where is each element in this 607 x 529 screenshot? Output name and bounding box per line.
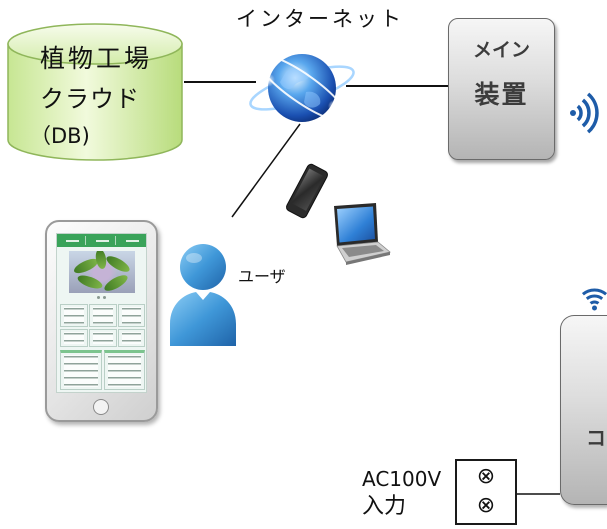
- wifi-arc: [582, 288, 607, 296]
- app-tab: [89, 236, 116, 245]
- app-tab-label-placeholder: [66, 240, 79, 242]
- user-head: [180, 244, 226, 290]
- smartphone-app-screen: [45, 220, 158, 422]
- power-input-label-line2: 入力: [362, 494, 407, 519]
- wifi-arc: [576, 104, 583, 122]
- smartphone-screen: [291, 168, 325, 211]
- main-device-label-line2: 装置: [474, 80, 529, 109]
- wifi-signal-icon: [570, 92, 599, 134]
- cloud-label-line1: 植物工場: [40, 44, 153, 73]
- terminal-block: ⊗ ⊗: [455, 459, 517, 525]
- sensor-card: [89, 329, 117, 347]
- sensor-card: [60, 329, 88, 347]
- home-button: [93, 399, 109, 415]
- app-tab-label-placeholder: [126, 240, 139, 242]
- sensor-card: [118, 329, 145, 347]
- user-label: ユーザ: [238, 267, 286, 286]
- globe-continent: [304, 91, 321, 108]
- wifi-arc: [585, 294, 604, 301]
- sensor-card: [60, 304, 88, 327]
- pager-dot: [97, 296, 100, 299]
- globe-sphere: [268, 54, 336, 122]
- user-silhouette-icon: [170, 244, 236, 346]
- wifi-signal-icon: [582, 288, 607, 311]
- cloud-label-line2: クラウド: [40, 85, 140, 113]
- pager-dot: [103, 296, 106, 299]
- user-highlight: [186, 253, 202, 263]
- cylinder-body: [7, 43, 183, 161]
- laptop-icon: [334, 203, 391, 265]
- wifi-arc: [581, 98, 591, 128]
- leaf-shape: [102, 272, 130, 293]
- user-body: [170, 292, 236, 346]
- app-tab-label-placeholder: [96, 240, 109, 242]
- internet-label: インターネット: [236, 7, 404, 31]
- smartphone-icon: [285, 163, 329, 219]
- app-tab: [119, 236, 146, 245]
- globe-glow: [261, 73, 275, 87]
- app-tab: [59, 236, 86, 245]
- control-card: [60, 350, 102, 390]
- main-device-label-line1: メイン: [472, 39, 530, 61]
- controller-label: コ: [586, 426, 606, 450]
- wifi-arc: [586, 92, 599, 134]
- laptop-display: [337, 206, 375, 243]
- main-device-box: メイン 装置: [448, 18, 555, 160]
- globe-icon: [249, 53, 355, 123]
- cloud-database-cylinder: [7, 23, 183, 161]
- globe-continent: [280, 68, 310, 89]
- wifi-arc: [589, 300, 600, 305]
- power-input-label-line1: AC100V: [362, 467, 442, 491]
- app-screen: [56, 233, 147, 393]
- sensor-card: [118, 304, 145, 327]
- laptop-keyboard: [342, 245, 384, 257]
- controller-box: コ: [560, 315, 607, 505]
- wifi-dot: [570, 110, 576, 116]
- leaf-shape: [104, 253, 132, 275]
- terminal-screw-icon: ⊗: [476, 493, 496, 518]
- app-header-bar: [57, 234, 146, 247]
- leaf-shape: [94, 251, 108, 270]
- terminal-screw-icon: ⊗: [476, 464, 496, 489]
- globe-glow: [328, 100, 340, 112]
- cylinder-top: [7, 23, 183, 65]
- wifi-dot: [592, 305, 597, 311]
- leaf-shape: [76, 272, 104, 292]
- cloud-label-line3: （DB): [30, 124, 90, 148]
- globe-orbit-front: [256, 53, 348, 123]
- sensor-card: [89, 304, 117, 327]
- internet-user-link: [231, 123, 301, 218]
- control-card: [104, 350, 145, 390]
- laptop-front-edge: [346, 252, 390, 265]
- plant-photo: [69, 251, 135, 293]
